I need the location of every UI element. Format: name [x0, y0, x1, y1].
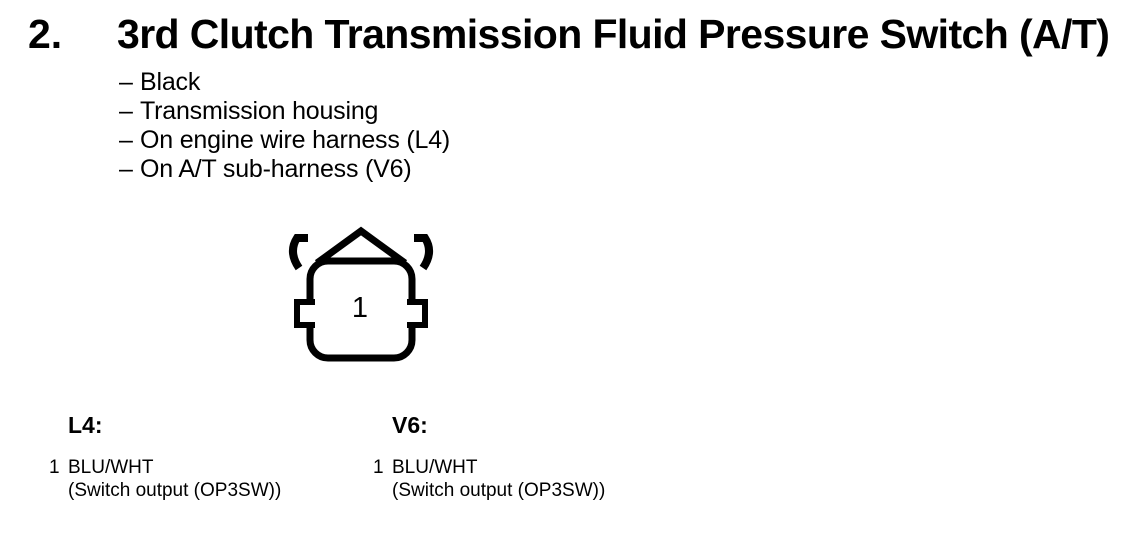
dash-bullet: – [119, 68, 133, 96]
attribute-harness-l4: On engine wire harness (L4) [140, 126, 451, 154]
wire-function: (Switch output (OP3SW)) [392, 480, 606, 501]
list-item: – On A/T sub-harness (V6) [119, 155, 450, 184]
pin-row: 1 BLU/WHT (Switch output (OP3SW)) [373, 456, 605, 502]
list-item: – On engine wire harness (L4) [119, 126, 450, 155]
connector-left-side-tab [294, 299, 315, 328]
dash-bullet: – [119, 155, 133, 183]
dash-bullet: – [119, 126, 133, 154]
attribute-location: Transmission housing [140, 97, 379, 125]
list-item: – Black [119, 68, 450, 97]
pinout-v6: V6: 1 BLU/WHT (Switch output (OP3SW)) [373, 413, 605, 502]
connector-top-wedge [314, 226, 408, 266]
pinout-l4-header: L4: [68, 412, 103, 438]
connector-left-latch-horn [289, 234, 308, 271]
section-number: 2. [28, 11, 63, 57]
wire-color: BLU/WHT [68, 457, 154, 478]
pinout-l4: L4: 1 BLU/WHT (Switch output (OP3SW)) [49, 413, 281, 502]
pinout-v6-header: V6: [392, 412, 428, 438]
pin-row: 1 BLU/WHT (Switch output (OP3SW)) [49, 456, 281, 502]
page-title: 3rd Clutch Transmission Fluid Pressure S… [117, 11, 1110, 57]
cavity-1-label: 1 [352, 292, 368, 324]
wire-function: (Switch output (OP3SW)) [68, 480, 282, 501]
pin-number: 1 [49, 457, 60, 478]
section-heading: 2. 3rd Clutch Transmission Fluid Pressur… [28, 11, 1110, 57]
list-item: – Transmission housing [119, 97, 450, 126]
pin-description: BLU/WHT (Switch output (OP3SW)) [392, 456, 605, 502]
connector-diagram: 1 [270, 215, 470, 385]
attribute-harness-v6: On A/T sub-harness (V6) [140, 155, 412, 183]
pin-number: 1 [373, 457, 384, 478]
dash-bullet: – [119, 97, 133, 125]
connector-right-latch-horn [414, 234, 433, 271]
attribute-color: Black [140, 68, 201, 96]
connector-right-side-tab [407, 299, 428, 328]
wire-color: BLU/WHT [392, 457, 478, 478]
component-attribute-list: – Black – Transmission housing – On engi… [119, 68, 450, 184]
pin-description: BLU/WHT (Switch output (OP3SW)) [68, 456, 281, 502]
